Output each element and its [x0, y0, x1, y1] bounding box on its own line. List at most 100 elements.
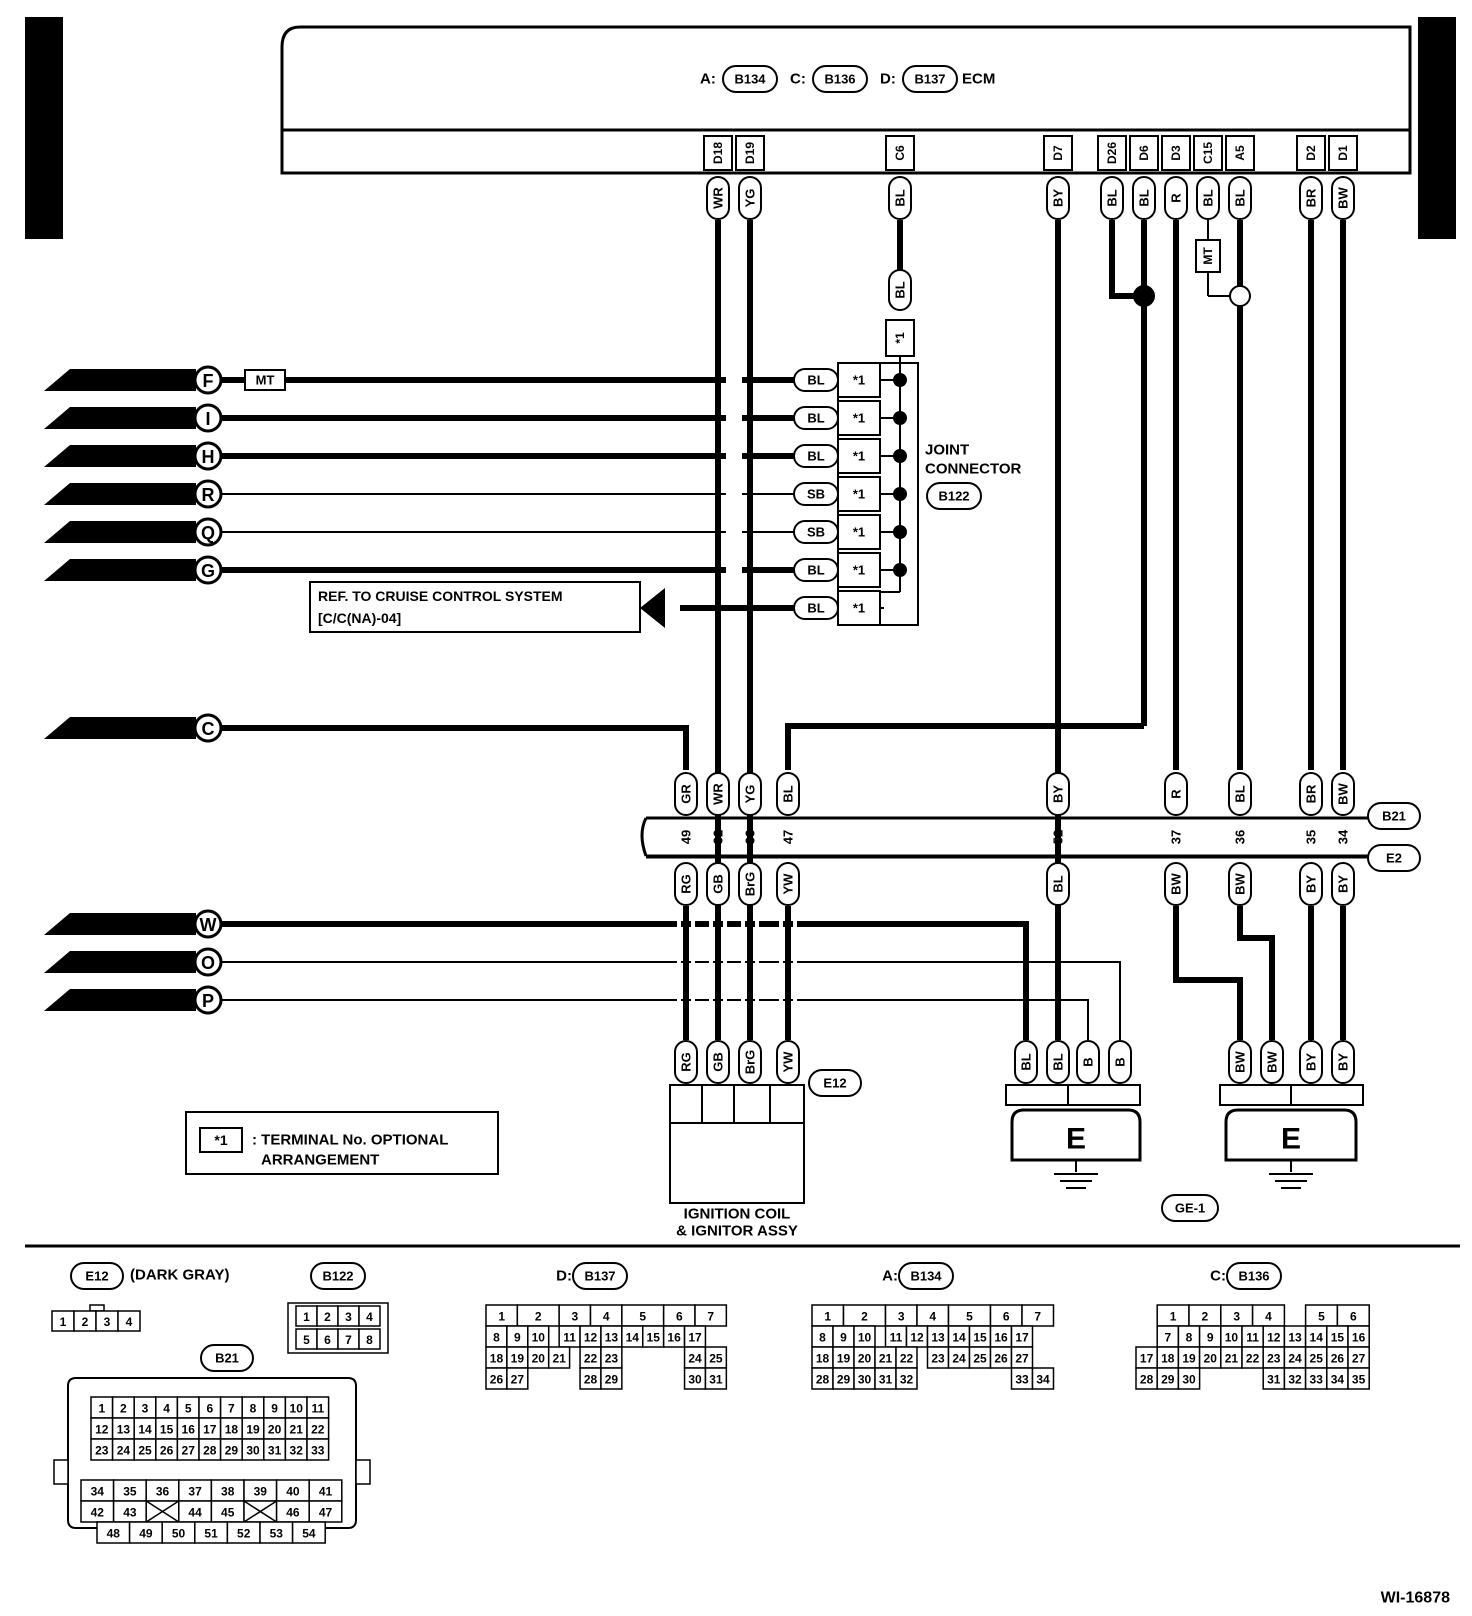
pin-number: 31	[268, 1444, 282, 1458]
wire-color-tag	[1331, 176, 1355, 220]
ecm-terminal-label: D7	[1051, 145, 1065, 161]
pin-number: 8	[366, 1333, 373, 1347]
ecm-terminal-label: D1	[1336, 145, 1350, 161]
pin-number: 45	[221, 1506, 235, 1520]
b21-pin-number: 37	[1169, 830, 1184, 844]
pin-number: 21	[290, 1423, 304, 1437]
pin-cell	[358, 1305, 381, 1327]
pin-number: 7	[1164, 1331, 1171, 1345]
ref-arrow-badge	[44, 445, 196, 467]
e2-connector-id: E2	[1386, 851, 1402, 866]
wire-cross-gap	[793, 919, 797, 929]
pin-number: 20	[268, 1423, 282, 1437]
ref-arrow-badge	[44, 407, 196, 429]
joint-connector-body	[837, 362, 919, 626]
joint-title-2: CONNECTOR	[925, 461, 1022, 478]
pin-number: 39	[254, 1485, 268, 1499]
ignition-coil-body	[669, 1122, 805, 1204]
ground-terminal	[1067, 1084, 1141, 1106]
view-d-id-outline	[572, 1262, 628, 1290]
joint-wire-color: SB	[807, 487, 825, 502]
pin-cell	[704, 1367, 728, 1390]
pin-number: 37	[188, 1485, 202, 1499]
wire-color-tag	[1228, 862, 1252, 906]
view-e12-id: E12	[85, 1269, 108, 1284]
pin-number: 32	[1288, 1373, 1302, 1387]
joint-terminal-box	[837, 438, 881, 474]
pin-number: 51	[204, 1527, 218, 1541]
view-b21-id: B21	[215, 1351, 239, 1366]
ref-arrow-badge	[44, 369, 196, 391]
wire-cross-gap	[779, 995, 783, 1005]
wire-cross-gap	[726, 527, 742, 537]
ecm-wire-color: YG	[743, 189, 758, 208]
pin-number: 40	[286, 1485, 300, 1499]
splice-point	[893, 563, 907, 577]
wire-color-tag	[1046, 176, 1070, 220]
pin-number: 15	[647, 1331, 661, 1345]
ecm-wire-color: BL	[1105, 189, 1120, 206]
ref-circle	[193, 985, 223, 1015]
splice-point	[893, 487, 907, 501]
joint-terminal-label: *1	[853, 487, 865, 502]
b21-pin-number: 35	[1304, 830, 1319, 844]
ecm-terminal-box	[1161, 135, 1191, 171]
ref-page-label: E/G(NA)-04	[97, 562, 171, 578]
pin-number: 11	[311, 1402, 324, 1416]
ignition-coil-label-1: IGNITION COIL	[684, 1206, 791, 1223]
wire-color-tag	[738, 862, 762, 906]
pin-number: 31	[1267, 1373, 1281, 1387]
wire-color-tag	[1014, 1040, 1038, 1084]
splice-point	[893, 525, 907, 539]
pin-number: 2	[324, 1310, 331, 1324]
ref-circle	[193, 441, 223, 471]
wire-color-tag	[1228, 772, 1252, 816]
wire-cross-gap	[691, 919, 695, 929]
pin-number: 17	[1015, 1331, 1029, 1345]
b21-pin-number: 49	[679, 830, 694, 844]
view-e12-id-outline	[70, 1262, 124, 1290]
ref-page-label: E/G(NA)-04	[97, 410, 171, 426]
pin-number: 17	[688, 1331, 702, 1345]
ref-letter: P	[202, 991, 214, 1011]
wire-path	[1173, 906, 1243, 1040]
pin-number: 4	[603, 1310, 610, 1324]
wire-color-tag	[1331, 862, 1355, 906]
pin-number: 28	[816, 1373, 830, 1387]
view-d-id: B137	[584, 1269, 615, 1284]
pin-number: 12	[910, 1331, 924, 1345]
pin-number: 10	[290, 1402, 304, 1416]
ref-arrow-badge	[44, 717, 196, 739]
splice-point	[1133, 285, 1155, 307]
pin-number: 46	[286, 1506, 300, 1520]
pin-number: 24	[1288, 1352, 1302, 1366]
pin-number: 3	[898, 1310, 905, 1324]
ecm-wire-color: R	[1169, 193, 1184, 203]
ecm-terminal-label: D6	[1137, 145, 1151, 161]
wire-cross-gap	[691, 957, 695, 967]
ref-arrow-badge	[44, 521, 196, 543]
pin-number: 13	[931, 1331, 945, 1345]
pin-number: 25	[1310, 1352, 1324, 1366]
ecm-terminal-box	[1296, 135, 1326, 171]
wire-cross-gap	[726, 375, 742, 385]
e12-connector-id: E12	[823, 1076, 846, 1091]
pin-number: 5	[185, 1402, 192, 1416]
pin-number: 33	[1015, 1373, 1029, 1387]
wire-cross-gap	[755, 957, 759, 967]
ground-wire-color: BL	[1019, 1053, 1034, 1070]
pin-number: 31	[709, 1373, 723, 1387]
pin-number: 8	[1186, 1331, 1193, 1345]
b21-pin-number: 34	[1336, 829, 1351, 844]
ecm-terminal-box	[1129, 135, 1159, 171]
b21-bottom-color: BrG	[743, 872, 758, 897]
pin-number: 23	[95, 1444, 109, 1458]
pin-number: 6	[1350, 1310, 1357, 1324]
pin-number: 27	[182, 1444, 196, 1458]
pin-number: 14	[1310, 1331, 1324, 1345]
ecm-label: ECM	[962, 71, 995, 88]
pin-cell	[358, 1328, 381, 1350]
pin-number: 26	[1331, 1352, 1345, 1366]
pin-number: 8	[493, 1331, 500, 1345]
ground-wire-color: BW	[1265, 1050, 1280, 1072]
